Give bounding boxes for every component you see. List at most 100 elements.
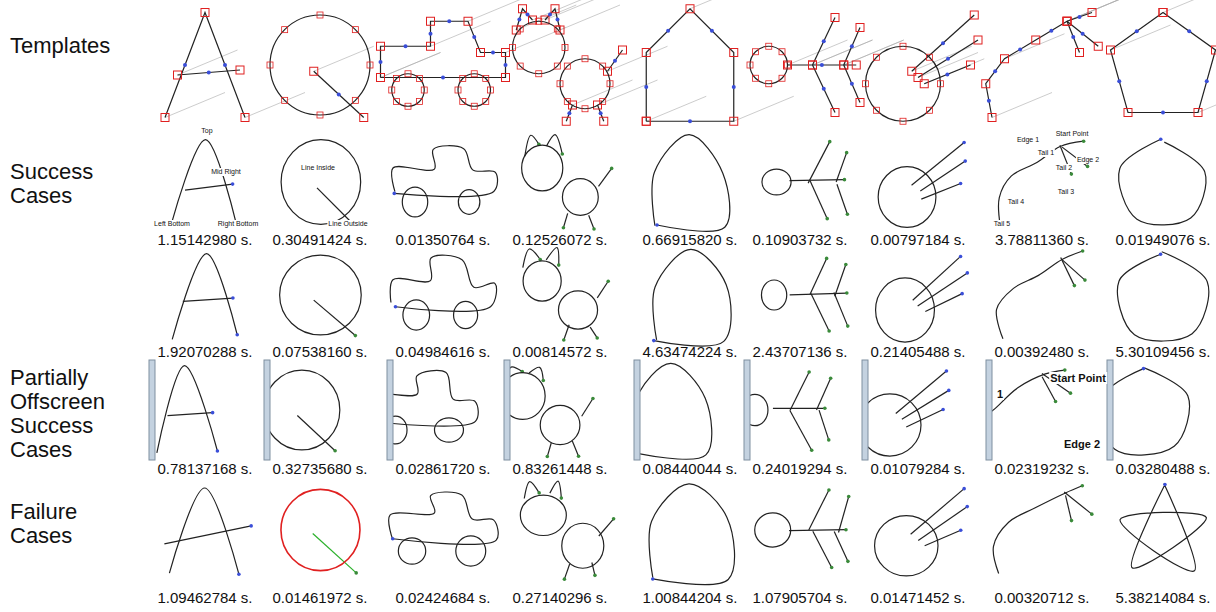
sketch-stroke (546, 248, 559, 266)
template-anchor (809, 61, 817, 69)
sketch-cell (281, 140, 361, 228)
sketch-point (844, 528, 848, 532)
template-point (666, 29, 670, 33)
sketch-stroke (918, 40, 978, 78)
sketch-stroke (868, 394, 921, 456)
timing-value: 0.01350764 s. (395, 231, 490, 248)
sketch-point (562, 226, 566, 230)
sketch-stroke (750, 46, 788, 84)
template-anchor (519, 5, 527, 13)
sketch-point (825, 257, 829, 261)
sketch-point (1070, 519, 1074, 523)
sketch-point (652, 339, 656, 343)
template-ray (314, 46, 374, 71)
sketch-stroke (392, 74, 425, 107)
template-anchor (377, 42, 385, 50)
sketch-stroke (1120, 484, 1206, 572)
screen-edge-bar (504, 360, 510, 460)
sketch-cell (878, 141, 967, 228)
sketch-cell (652, 249, 731, 346)
point-label: Right Bottom (217, 220, 259, 228)
sketch-point (1083, 278, 1087, 282)
sketch-point (823, 407, 827, 411)
timing-value: 1.92070288 s. (157, 343, 252, 360)
point-label: Tail 4 (1007, 198, 1025, 206)
sketch-point (354, 571, 358, 575)
timing-value: 3.78811360 s. (995, 231, 1089, 248)
sketch-stroke (844, 28, 860, 66)
template-anchor (536, 71, 542, 77)
sketch-cell (267, 12, 374, 122)
point-label: Line Inside (300, 164, 336, 172)
template-ray (690, 0, 750, 9)
template-anchor (900, 118, 906, 124)
template-anchor (785, 62, 791, 68)
sketch-stroke (281, 140, 361, 225)
sketch-stroke (809, 490, 829, 530)
sketch-point (1159, 137, 1163, 141)
sketch-cell (761, 257, 849, 333)
sketch-point (591, 397, 595, 401)
timing-value: 0.04984616 s. (395, 343, 490, 360)
sketch-cell (164, 488, 253, 576)
template-point (599, 111, 603, 115)
template-anchor (642, 117, 650, 125)
sketch-stroke (837, 184, 847, 214)
sketch-stroke (454, 301, 478, 328)
timing-value: 5.38214084 s. (1115, 589, 1210, 606)
template-anchor (201, 9, 209, 17)
timing-value: 1.07905704 s. (752, 589, 847, 606)
sketch-point (394, 305, 398, 309)
point-label: Edge 2 (1076, 156, 1100, 164)
sketch-stroke (920, 161, 965, 191)
sketch-stroke (912, 15, 975, 71)
sketch-stroke (876, 278, 935, 342)
template-ray (992, 93, 1052, 118)
template-anchor (582, 56, 588, 62)
sketch-stroke (456, 536, 486, 566)
template-point (223, 63, 227, 67)
template-anchor (483, 98, 489, 104)
template-ray (646, 96, 706, 121)
sketch-stroke (1117, 252, 1208, 341)
sketch-stroke (281, 489, 360, 570)
template-anchor (927, 54, 933, 60)
sketch-stroke (1061, 258, 1075, 286)
sketch-stroke (813, 18, 836, 66)
row-label: Templates (10, 34, 150, 58)
template-point (941, 41, 945, 45)
screen-edge-bar (862, 360, 868, 460)
point-label: Tail 3 (1057, 188, 1075, 196)
timing-value: 5.30109456 s. (1115, 343, 1210, 360)
sketch-stroke (172, 140, 236, 225)
sketch-stroke (547, 135, 563, 154)
template-anchor (510, 45, 516, 51)
template-anchor (1194, 109, 1202, 117)
sketch-point (1142, 367, 1146, 371)
template-ray (608, 46, 668, 71)
template-anchor (927, 107, 933, 113)
timing-value: 0.10903732 s. (752, 231, 847, 248)
template-point (613, 59, 617, 63)
sketch-point (610, 167, 614, 171)
sketch-point (1163, 483, 1167, 487)
template-anchor (488, 87, 494, 93)
timing-value: 0.07538160 s. (272, 343, 367, 360)
template-anchor (938, 81, 944, 87)
row-label: Partially Offscreen Success Cases (10, 366, 120, 462)
sketch-stroke (844, 65, 860, 103)
sketch-point (577, 454, 581, 458)
template-ray (516, 5, 576, 30)
sketch-stroke (314, 300, 356, 335)
timing-value: 0.01471452 s. (870, 589, 965, 606)
sketch-point (249, 524, 253, 528)
template-ray (245, 93, 305, 118)
sketch-point (846, 560, 850, 564)
sketch-point (593, 574, 597, 578)
sketch-cell (161, 9, 305, 122)
sketch-stroke (810, 258, 827, 294)
sketch-stroke (1062, 259, 1085, 280)
sketch-point (847, 495, 851, 499)
sketch-stroke (924, 65, 970, 84)
sketch-stroke (458, 74, 491, 107)
